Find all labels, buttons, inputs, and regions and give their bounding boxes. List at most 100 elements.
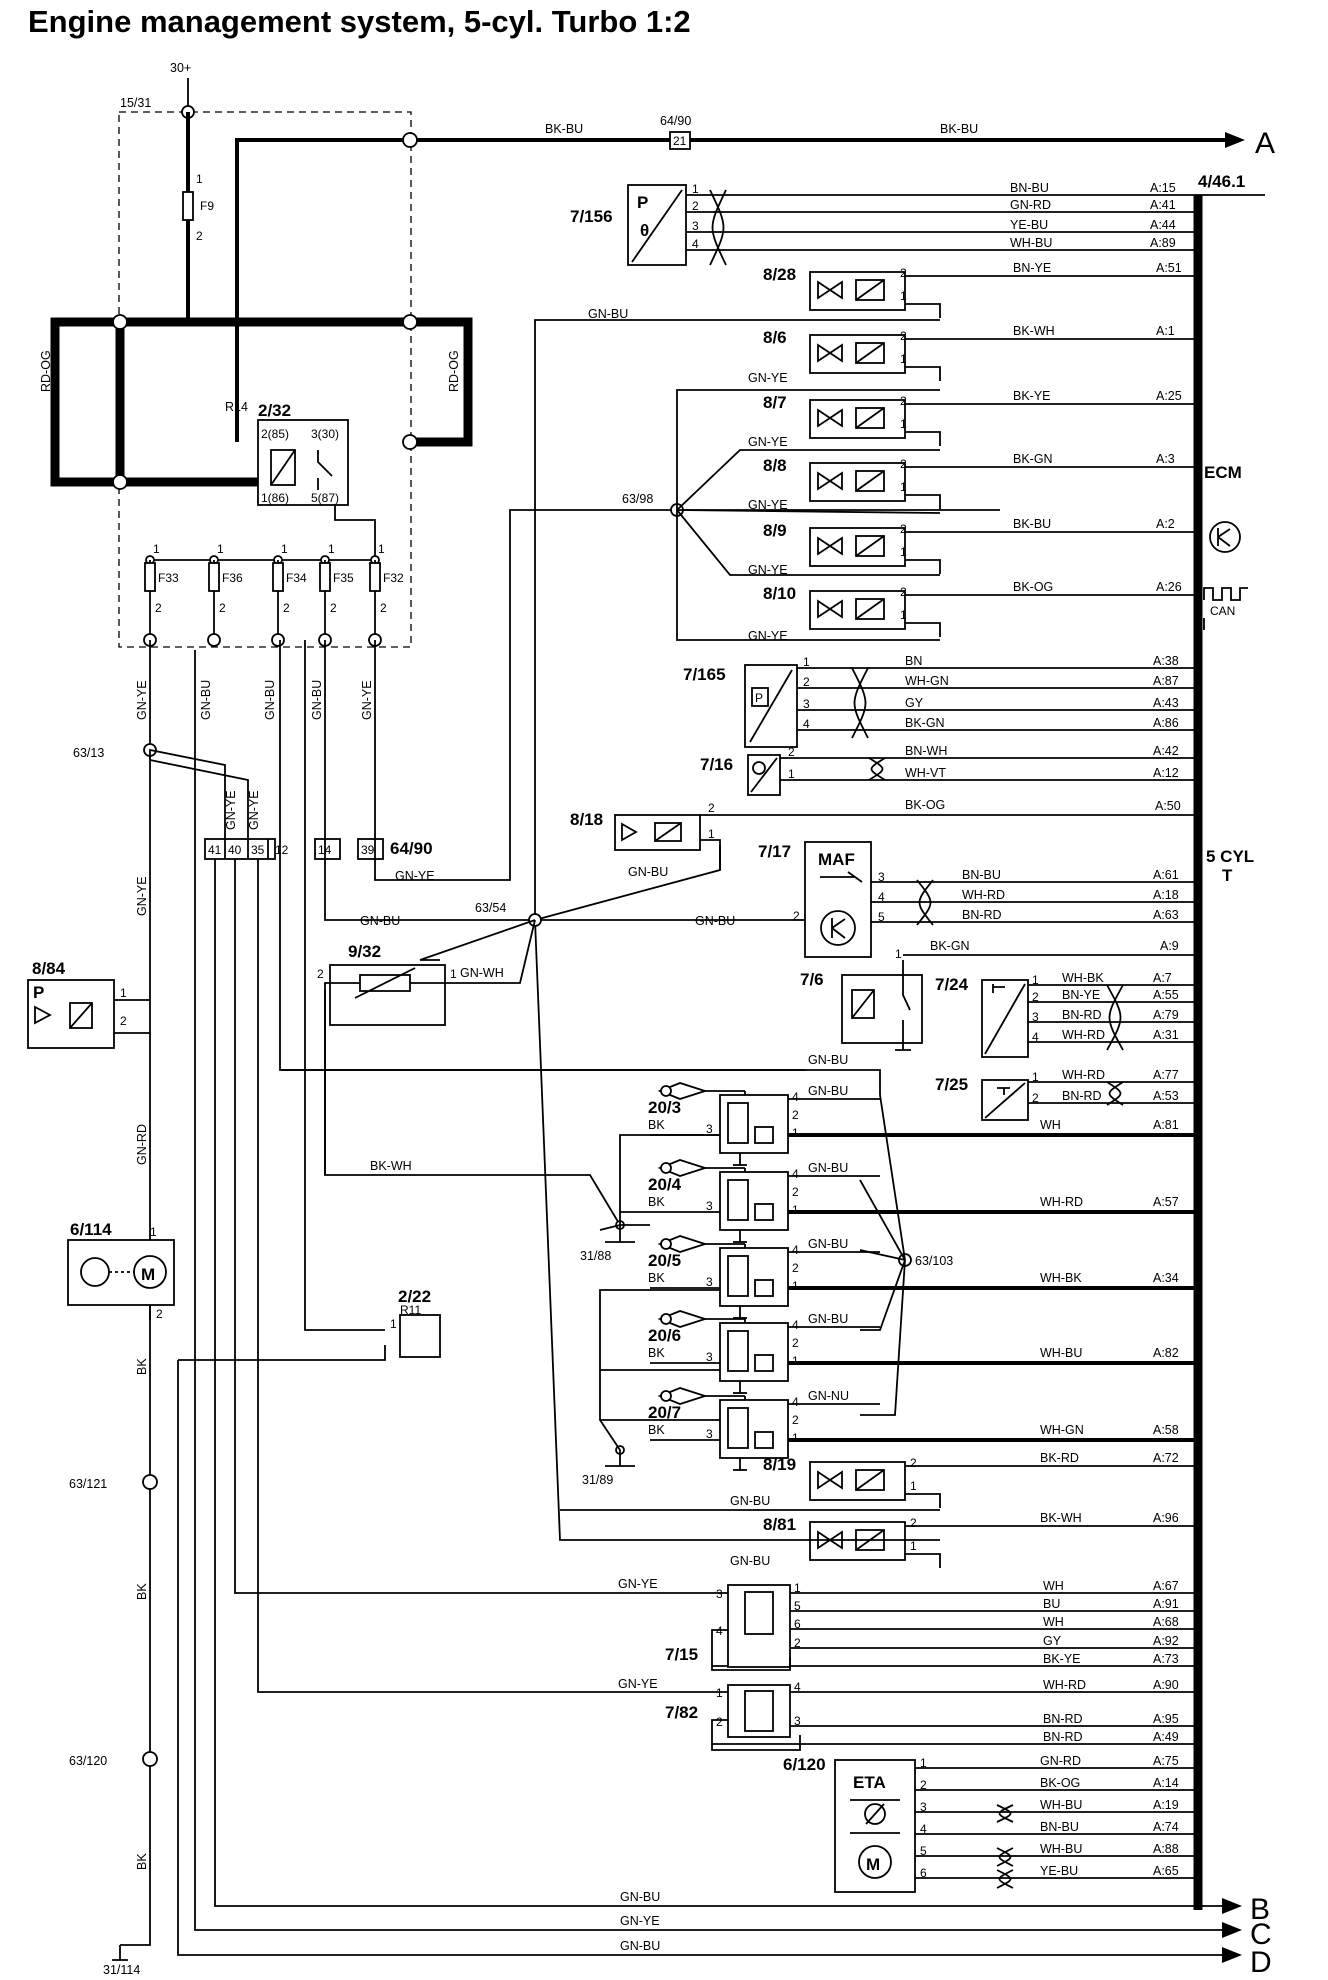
- svg-text:12: 12: [275, 843, 289, 857]
- label: 2: [792, 1336, 799, 1350]
- label: 4: [792, 1395, 799, 1409]
- svg-text:63/103: 63/103: [915, 1254, 953, 1268]
- label: 7/16: [700, 755, 733, 774]
- label: 5: [878, 910, 885, 924]
- svg-text:1(86): 1(86): [261, 491, 289, 505]
- label: 2: [788, 745, 795, 759]
- label: 2: [900, 394, 907, 408]
- svg-text:ECM: ECM: [1204, 463, 1242, 482]
- label: 1: [920, 1756, 927, 1770]
- fusebox-15-31: 15/31 30+ 1 F9 2 RD-OG RD-OG A BK-BU 21 …: [39, 61, 1275, 648]
- label: A:41: [1150, 198, 1176, 212]
- label: A:18: [1153, 888, 1179, 902]
- sensor-7-6: 7/6 1 BK-GN A:9: [800, 939, 1198, 1051]
- label: 2: [380, 601, 387, 615]
- label: 1: [910, 1479, 917, 1493]
- label: BK-YE: [1013, 389, 1051, 403]
- label: 2: [920, 1778, 927, 1792]
- label: 20/4: [648, 1175, 682, 1194]
- label: 3: [1032, 1010, 1039, 1024]
- label: WH-GN: [905, 674, 949, 688]
- label: BN-BU: [1010, 181, 1049, 195]
- label: BK-BU: [1013, 517, 1051, 531]
- svg-text:D: D: [1250, 1946, 1272, 1979]
- label: BK: [648, 1271, 665, 1285]
- label: 1: [900, 608, 907, 622]
- label: 1: [281, 542, 288, 556]
- svg-text:2: 2: [716, 1715, 723, 1729]
- svg-text:GN-YE: GN-YE: [224, 790, 238, 830]
- label: 4: [792, 1243, 799, 1257]
- label: A:53: [1153, 1089, 1179, 1103]
- svg-text:7/6: 7/6: [800, 970, 824, 989]
- label: 1: [910, 1539, 917, 1553]
- label: 2: [330, 601, 337, 615]
- label: 3: [692, 219, 699, 233]
- can-pulse-icon: [1203, 587, 1248, 601]
- hub-63-54: 63/54 GN-BU GN-BU GN-BU GN-BU GN-BU GN-B…: [280, 307, 1000, 1568]
- label: A:26: [1156, 580, 1182, 594]
- pump-icon: [80, 1257, 110, 1287]
- label: 1: [900, 480, 907, 494]
- label: A:72: [1153, 1451, 1179, 1465]
- label: WH-BU: [1040, 1346, 1082, 1360]
- label: BN-BU: [962, 868, 1001, 882]
- label: BK: [648, 1423, 665, 1437]
- svg-text:GN-BU: GN-BU: [695, 914, 735, 928]
- label: 4: [792, 1318, 799, 1332]
- label: WH: [1043, 1615, 1064, 1629]
- label: 4: [792, 1167, 799, 1181]
- label: WH-VT: [905, 766, 946, 780]
- label: A:51: [1156, 261, 1182, 275]
- label: 20/6: [648, 1326, 681, 1345]
- svg-text:2: 2: [708, 801, 715, 815]
- svg-text:BK-GN: BK-GN: [930, 939, 970, 953]
- label: 8/9: [763, 521, 787, 540]
- svg-text:7/25: 7/25: [935, 1075, 968, 1094]
- label: BN-YE: [1013, 261, 1051, 275]
- label: 2: [900, 522, 907, 536]
- label: A:7: [1153, 971, 1172, 985]
- label: 1: [788, 767, 795, 781]
- label: 3: [920, 1800, 927, 1814]
- label: 1: [378, 542, 385, 556]
- label: 8/81: [763, 1515, 796, 1534]
- label: A:88: [1153, 1842, 1179, 1856]
- svg-text:B: B: [1250, 1893, 1270, 1926]
- svg-text:A: A: [1255, 127, 1275, 160]
- label: BK-GN: [905, 716, 945, 730]
- page-title: Engine management system, 5-cyl. Turbo 1…: [28, 4, 691, 39]
- label: 8/10: [763, 584, 796, 603]
- svg-text:31/114: 31/114: [103, 1963, 140, 1977]
- label: GY: [905, 696, 924, 710]
- fuse-f9: [182, 191, 194, 221]
- fusebox-label: 15/31: [120, 96, 151, 110]
- wire-label: GN-BU: [263, 680, 277, 720]
- label: 4: [878, 890, 885, 904]
- label: BN-BU: [1040, 1820, 1079, 1834]
- label: WH-GN: [1040, 1423, 1084, 1437]
- label: 3: [706, 1122, 713, 1136]
- svg-text:1: 1: [450, 967, 457, 981]
- label: A:86: [1153, 716, 1179, 730]
- wire-label: GN-YE: [360, 680, 374, 720]
- svg-text:A:50: A:50: [1155, 799, 1181, 813]
- svg-text:GN-YE: GN-YE: [748, 371, 788, 385]
- svg-text:M: M: [866, 1855, 880, 1874]
- label: 1: [692, 182, 699, 196]
- label: A:42: [1153, 744, 1179, 758]
- label: 8/6: [763, 328, 787, 347]
- label: 1: [900, 545, 907, 559]
- sensor-7-25: 7/25: [935, 1075, 1029, 1121]
- label: GY: [1043, 1634, 1062, 1648]
